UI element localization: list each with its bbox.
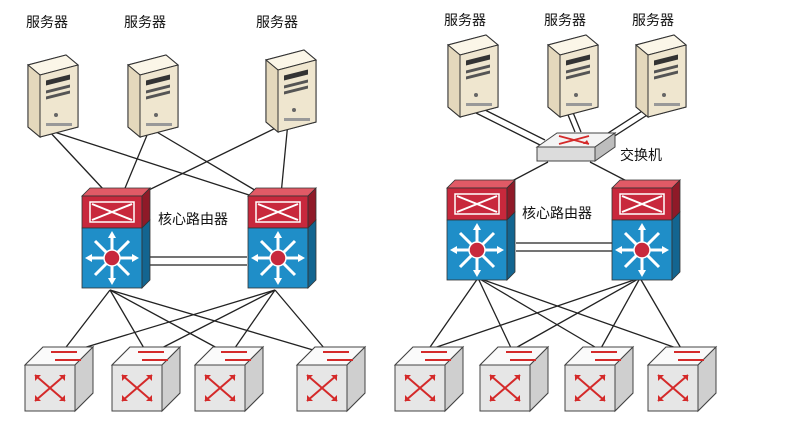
server-icon: [447, 34, 499, 118]
switch-label: 交换机: [620, 147, 662, 164]
switch-icon: [536, 132, 616, 162]
server-label: 服务器: [26, 15, 68, 31]
core-router-icon: [610, 178, 682, 282]
left-diagram: 服务器 服务器 服务器 核心路由器: [24, 15, 366, 412]
server-icon: [27, 54, 79, 138]
access-switch-icon: [479, 346, 549, 412]
core-router-label: 核心路由器: [158, 212, 228, 228]
server-icon: [265, 49, 317, 133]
access-switch-icon: [24, 346, 94, 412]
server-icon: [127, 54, 179, 138]
access-switch-icon: [394, 346, 464, 412]
access-switch-icon: [647, 346, 717, 412]
server-icon: [635, 34, 687, 118]
left-links: [47, 121, 331, 356]
core-router-icon: [445, 178, 517, 282]
server-label: 服务器: [256, 15, 298, 31]
access-switch-icon: [564, 346, 634, 412]
access-switch-icon: [296, 346, 366, 412]
access-switch-icon: [111, 346, 181, 412]
right-diagram: 服务器 服务器 服务器 交换机 核心路由器: [394, 13, 717, 412]
server-label: 服务器: [544, 13, 586, 29]
server-icon: [547, 34, 599, 118]
server-label: 服务器: [632, 13, 674, 29]
server-label: 服务器: [124, 15, 166, 31]
core-router-label: 核心路由器: [522, 206, 592, 222]
core-router-icon: [246, 186, 318, 290]
access-switch-icon: [194, 346, 264, 412]
core-router-icon: [80, 186, 152, 290]
server-label: 服务器: [444, 13, 486, 29]
